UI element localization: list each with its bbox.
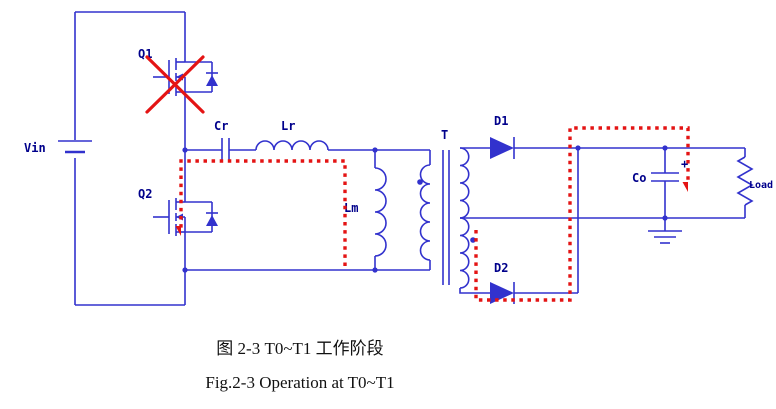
- junction-dot: [372, 267, 378, 273]
- mosfet-q1: [153, 58, 218, 96]
- transformer-secondary-winding: [459, 147, 470, 289]
- caption-english: Fig.2-3 Operation at T0~T1: [205, 373, 395, 392]
- capacitor-co: [651, 148, 679, 218]
- junction-dot: [662, 215, 668, 221]
- lr-label: Lr: [281, 119, 295, 133]
- junction-dot: [372, 147, 378, 153]
- transformer-label: T: [441, 128, 448, 142]
- vin-source: [58, 140, 92, 154]
- inductor-lr: [255, 140, 430, 151]
- inductor-lm: [374, 150, 387, 270]
- d2-diode-icon: [490, 282, 514, 304]
- transformer-primary-winding: [419, 150, 431, 270]
- junction-dots: [182, 145, 668, 273]
- junction-dot: [662, 145, 668, 151]
- co-polarity-plus: +: [681, 157, 688, 171]
- d2-label: D2: [494, 261, 508, 275]
- q2-body-diode-icon: [206, 215, 218, 226]
- q1-body-diode: [185, 61, 218, 93]
- q1-body-diode-icon: [206, 75, 218, 86]
- current-path-secondary: [474, 126, 690, 302]
- junction-dot: [182, 147, 188, 153]
- transformer: [417, 147, 476, 289]
- lm-label: Lm: [344, 201, 358, 215]
- junction-dot: [182, 267, 188, 273]
- d1-label: D1: [494, 114, 508, 128]
- capacitor-cr: [185, 138, 256, 162]
- junction-dot: [575, 145, 581, 151]
- co-label: Co: [632, 171, 646, 185]
- output-rails: [460, 147, 745, 219]
- resistor-load: [736, 148, 754, 218]
- caption-chinese: 图 2-3 T0~T1 工作阶段: [216, 339, 384, 358]
- q2-label: Q2: [138, 187, 152, 201]
- q2-body-diode: [185, 201, 218, 233]
- transformer-core: [442, 150, 450, 285]
- load-label: Load: [749, 180, 773, 191]
- input-loop-wires: [74, 11, 186, 306]
- mosfet-q2: [153, 198, 218, 236]
- d1-diode-icon: [490, 137, 514, 159]
- primary-phase-dot-icon: [417, 179, 423, 185]
- cr-label: Cr: [214, 119, 228, 133]
- vin-label: Vin: [24, 141, 46, 155]
- q1-disabled-cross-icon: [145, 55, 205, 114]
- ground-symbol-icon: [648, 218, 682, 244]
- current-path-primary: [181, 159, 347, 266]
